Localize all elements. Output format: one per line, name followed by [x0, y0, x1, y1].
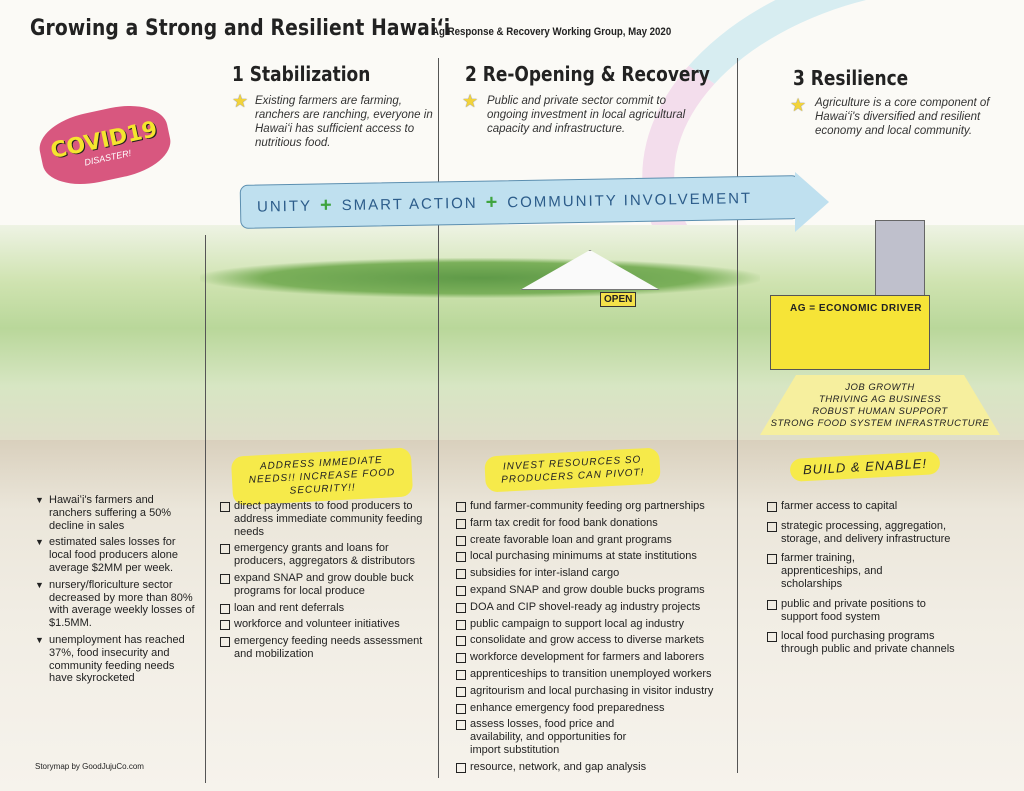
list-item: estimated sales losses for local food pr…: [35, 536, 195, 574]
list-item: enhance emergency food preparedness: [456, 702, 726, 715]
list-item: expand SNAP and grow double bucks progra…: [456, 584, 726, 597]
list-item: public and private positions to support …: [767, 598, 927, 624]
list-item: subsidies for inter-island cargo: [456, 567, 726, 580]
ramp-line: JOB GROWTH: [845, 382, 915, 393]
building-illustration: [875, 220, 925, 300]
phase-3-description: Agriculture is a core component of Hawai…: [815, 97, 990, 137]
list-item: farmer training, apprenticeships, and sc…: [767, 552, 927, 590]
star-icon: ★: [462, 91, 479, 111]
store-illustration: [770, 295, 930, 370]
list-item: assess losses, food price and availabili…: [456, 718, 656, 756]
list-item: unemployment has reached 37%, food insec…: [35, 634, 195, 685]
list-item: apprenticeships to transition unemployed…: [456, 668, 726, 681]
list-item: resource, network, and gap analysis: [456, 761, 726, 774]
phase-2-description: Public and private sector commit to ongo…: [487, 95, 686, 135]
phase-1-highlight: ADDRESS IMMEDIATE NEEDS!! INCREASE FOOD …: [230, 447, 414, 506]
list-item: workforce and volunteer initiatives: [220, 618, 425, 631]
column-divider: [205, 235, 206, 783]
stabilization-actions-list: direct payments to food producers to add…: [220, 500, 425, 665]
covid-burst: COVID19 DISASTER!: [34, 97, 176, 193]
phase-2-heading: 2 Re-Opening & Recovery: [465, 62, 710, 86]
list-item: local purchasing minimums at state insti…: [456, 550, 726, 563]
list-item: emergency grants and loans for producers…: [220, 542, 425, 568]
trees-illustration: [200, 258, 760, 298]
impacts-list: Hawaiʻi's farmers and ranchers suffering…: [35, 494, 195, 689]
star-icon: ★: [790, 95, 807, 115]
resilience-actions-list: farmer access to capital strategic proce…: [767, 500, 967, 660]
list-item: agritourism and local purchasing in visi…: [456, 685, 726, 698]
page-subtitle: Ag Response & Recovery Working Group, Ma…: [432, 26, 672, 38]
list-item: consolidate and grow access to diverse m…: [456, 634, 726, 647]
star-icon: ★: [232, 91, 249, 111]
page-title: Growing a Strong and Resilient Hawaiʻi: [30, 16, 451, 41]
list-item: local food purchasing programs through p…: [767, 630, 967, 656]
plus-icon: +: [485, 190, 500, 214]
list-item: public campaign to support local ag indu…: [456, 618, 726, 631]
list-item: DOA and CIP shovel-ready ag industry pro…: [456, 601, 726, 614]
list-item: fund farmer-community feeding org partne…: [456, 500, 726, 513]
store-sign: AG = ECONOMIC DRIVER: [790, 303, 922, 314]
arrow-head-icon: [795, 172, 829, 232]
list-item: emergency feeding needs assessment and m…: [220, 635, 425, 661]
list-item: nursery/floriculture sector decreased by…: [35, 579, 195, 630]
list-item: expand SNAP and grow double buck program…: [220, 572, 425, 598]
list-item: loan and rent deferrals: [220, 602, 425, 615]
banner-item: SMART ACTION: [341, 194, 478, 214]
plus-icon: +: [319, 193, 334, 216]
list-item: farmer access to capital: [767, 500, 967, 513]
ramp-line: ROBUST HUMAN SUPPORT: [812, 406, 948, 417]
list-item: direct payments to food producers to add…: [220, 500, 425, 538]
ramp-line: THRIVING AG BUSINESS: [818, 394, 942, 405]
banner-item: COMMUNITY INVOLVEMENT: [507, 189, 753, 211]
phase-1-description: Existing farmers are farming, ranchers a…: [255, 95, 433, 149]
recovery-actions-list: fund farmer-community feeding org partne…: [456, 500, 726, 778]
banner-item: UNITY: [256, 197, 313, 216]
ramp-line: STRONG FOOD SYSTEM INFRASTRUCTURE: [770, 418, 990, 429]
footer-credit: Storymap by GoodJujuCo.com: [35, 762, 144, 771]
column-divider: [438, 58, 439, 778]
list-item: farm tax credit for food bank donations: [456, 517, 726, 530]
list-item: workforce development for farmers and la…: [456, 651, 726, 664]
list-item: create favorable loan and grant programs: [456, 534, 726, 547]
list-item: Hawaiʻi's farmers and ranchers suffering…: [35, 494, 195, 532]
open-sign: OPEN: [600, 292, 637, 307]
list-item: strategic processing, aggregation, stora…: [767, 520, 967, 546]
ramp-illustration: [760, 375, 1000, 435]
ramp-text: JOB GROWTH THRIVING AG BUSINESS ROBUST H…: [770, 382, 990, 430]
phase-3-heading: 3 Resilience: [793, 66, 909, 90]
column-divider: [737, 58, 738, 773]
phase-1-heading: 1 Stabilization: [232, 62, 371, 86]
